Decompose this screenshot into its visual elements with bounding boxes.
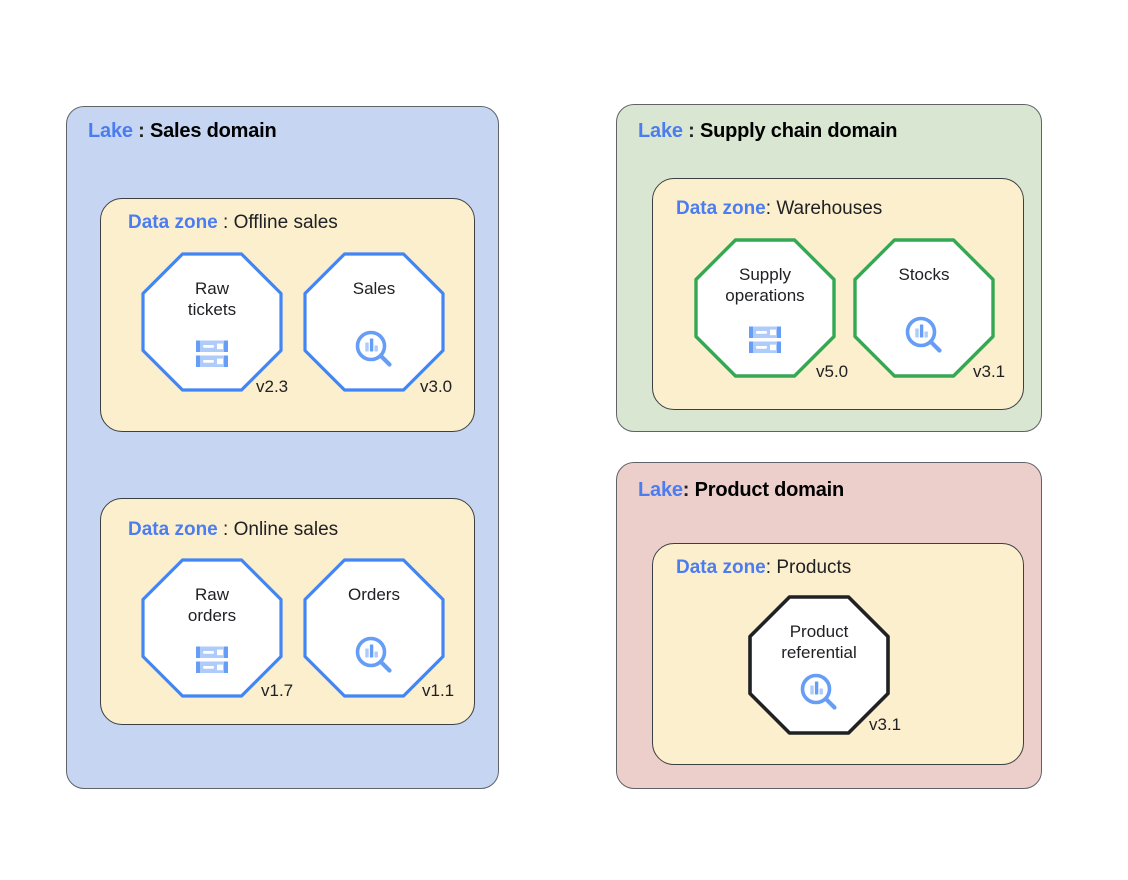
lake-sales-domain-title: Lake : Sales domain bbox=[88, 120, 277, 143]
data-asset-raw-tickets[interactable]: Raw tickets bbox=[141, 252, 283, 392]
lake-keyword: Lake bbox=[638, 120, 683, 142]
data-analytics-icon bbox=[351, 632, 399, 685]
lake-name: Sales domain bbox=[149, 120, 277, 142]
lake-name: Supply chain domain bbox=[699, 120, 898, 142]
data-zone-separator: : bbox=[217, 212, 234, 233]
data-zone-warehouses-title: Data zone: Warehouses bbox=[676, 198, 882, 220]
octagon-shape-green bbox=[694, 238, 836, 378]
lake-name: Product domain bbox=[694, 479, 845, 501]
data-zone-separator: : bbox=[217, 519, 234, 540]
lake-separator: : bbox=[132, 120, 150, 142]
data-zone-keyword: Data zone bbox=[128, 519, 218, 540]
lake-keyword: Lake bbox=[638, 479, 683, 501]
data-analytics-icon bbox=[351, 326, 399, 379]
data-asset-supply-operations[interactable]: Supply operations bbox=[694, 238, 836, 378]
data-zone-name: Warehouses bbox=[776, 198, 883, 219]
database-icon bbox=[744, 318, 786, 365]
data-zone-name: Offline sales bbox=[233, 212, 338, 233]
data-zone-products-title: Data zone: Products bbox=[676, 557, 851, 579]
data-asset-version: v3.1 bbox=[869, 715, 902, 734]
octagon-shape-blue bbox=[303, 558, 445, 698]
data-zone-separator: : bbox=[765, 198, 777, 219]
data-asset-stocks[interactable]: Stocks bbox=[853, 238, 995, 378]
data-asset-orders[interactable]: Orders bbox=[303, 558, 445, 698]
data-zone-name: Online sales bbox=[233, 519, 339, 540]
data-asset-product-referential[interactable]: Product referential bbox=[748, 595, 890, 735]
data-asset-version: v1.7 bbox=[261, 681, 294, 700]
octagon-shape-blue bbox=[303, 252, 445, 392]
data-asset-version: v1.1 bbox=[422, 681, 455, 700]
data-zone-keyword: Data zone bbox=[128, 212, 218, 233]
data-asset-sales[interactable]: Sales bbox=[303, 252, 445, 392]
data-zone-online-sales-title: Data zone : Online sales bbox=[128, 519, 338, 541]
data-zone-keyword: Data zone bbox=[676, 557, 766, 578]
octagon-shape-blue bbox=[141, 252, 283, 392]
lake-product-domain-title: Lake: Product domain bbox=[638, 479, 844, 502]
octagon-shape-green bbox=[853, 238, 995, 378]
data-zone-separator: : bbox=[765, 557, 777, 578]
data-analytics-icon bbox=[796, 669, 844, 722]
data-asset-version: v3.0 bbox=[420, 377, 453, 396]
data-asset-version: v2.3 bbox=[256, 377, 289, 396]
lake-supply-chain-domain-title: Lake : Supply chain domain bbox=[638, 120, 898, 143]
data-asset-version: v3.1 bbox=[973, 362, 1006, 381]
database-icon bbox=[191, 332, 233, 379]
octagon-shape-blue bbox=[141, 558, 283, 698]
lake-separator: : bbox=[682, 120, 700, 142]
lake-separator: : bbox=[682, 479, 695, 501]
data-asset-raw-orders[interactable]: Raw orders bbox=[141, 558, 283, 698]
data-asset-version: v5.0 bbox=[816, 362, 849, 381]
database-icon bbox=[191, 638, 233, 685]
data-zone-keyword: Data zone bbox=[676, 198, 766, 219]
lake-keyword: Lake bbox=[88, 120, 133, 142]
octagon-shape-black bbox=[748, 595, 890, 735]
data-analytics-icon bbox=[901, 312, 949, 365]
data-zone-offline-sales-title: Data zone : Offline sales bbox=[128, 212, 338, 234]
data-zone-name: Products bbox=[776, 557, 852, 578]
